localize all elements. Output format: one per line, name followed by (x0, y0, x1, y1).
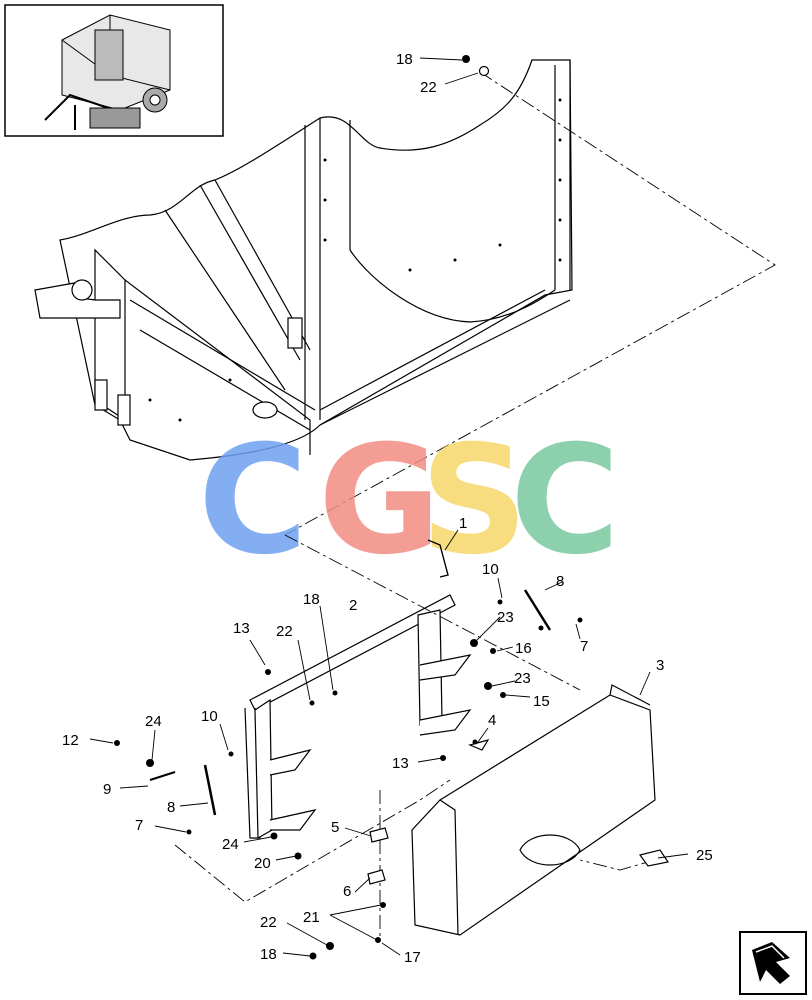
callout-23-upper: 23 (497, 609, 514, 626)
callout-15: 15 (533, 693, 550, 710)
callout-22-bottom: 22 (260, 914, 277, 931)
callout-3: 3 (656, 657, 664, 674)
callout-23-lower: 23 (514, 670, 531, 687)
watermark-letter-c1: C (198, 414, 308, 588)
callout-25: 25 (696, 847, 713, 864)
callout-1: 1 (459, 515, 467, 532)
callout-numbers: 18 22 1 10 8 2 18 23 13 22 7 16 3 23 15 … (62, 51, 713, 966)
callout-7-left: 7 (135, 817, 143, 834)
callout-leaders (89, 57, 689, 957)
callout-10-right: 10 (482, 561, 499, 578)
callout-16: 16 (515, 640, 532, 657)
baler-thumbnail-icon (4, 4, 224, 137)
callout-8-right: 8 (556, 573, 564, 590)
callout-20: 20 (254, 855, 271, 872)
callout-22-top: 22 (420, 79, 437, 96)
callout-10-left: 10 (201, 708, 218, 725)
callout-7-right: 7 (580, 638, 588, 655)
callout-21: 21 (303, 909, 320, 926)
callout-18-top: 18 (396, 51, 413, 68)
callout-8-left: 8 (167, 799, 175, 816)
cgsc-watermark: C G S C (198, 414, 620, 588)
callout-17: 17 (404, 949, 421, 966)
callout-6: 6 (343, 883, 351, 900)
callout-4: 4 (488, 712, 496, 729)
callout-22-mid: 22 (276, 623, 293, 640)
next-page-arrow-icon[interactable] (739, 931, 807, 995)
watermark-letter-c2: C (510, 414, 620, 588)
callout-12: 12 (62, 732, 79, 749)
callout-18-mid: 18 (303, 591, 320, 608)
callout-18-bottom: 18 (260, 946, 277, 963)
callout-13-right: 13 (392, 755, 409, 772)
callout-5: 5 (331, 819, 339, 836)
cover-assembly (114, 55, 669, 960)
watermark-letter-g: G (318, 414, 441, 588)
callout-24-bottom: 24 (222, 836, 239, 853)
callout-13-left: 13 (233, 620, 250, 637)
baler-frame-assembly (34, 59, 776, 536)
callout-2: 2 (349, 597, 357, 614)
callout-24-top: 24 (145, 713, 162, 730)
callout-9: 9 (103, 781, 111, 798)
watermark-letter-s: S (420, 414, 528, 588)
